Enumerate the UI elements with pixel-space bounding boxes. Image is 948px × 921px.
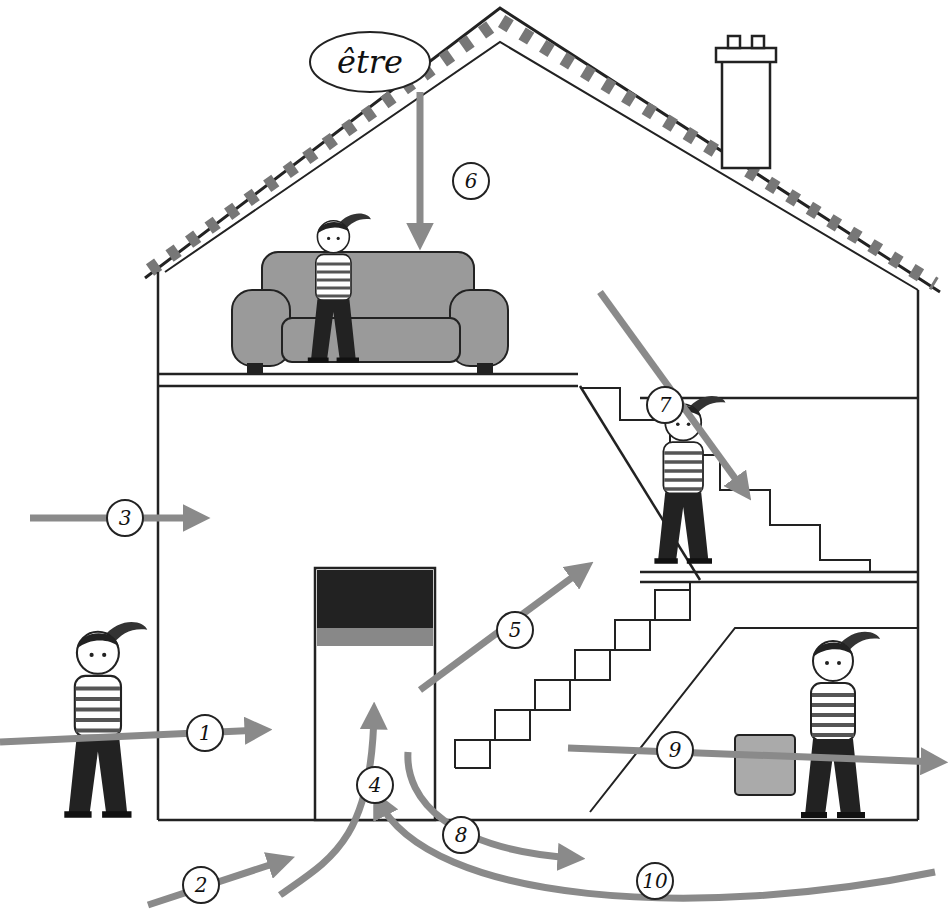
girl-leaving	[801, 632, 880, 815]
callout-number: 4	[356, 766, 394, 804]
callout-number: 5	[496, 611, 534, 649]
roof	[145, 8, 940, 292]
callout-number: 8	[442, 816, 480, 854]
lower-stairs	[455, 582, 690, 768]
callout-number: 1	[186, 714, 224, 752]
verb-text: être	[337, 43, 403, 81]
callout-number: 3	[106, 499, 144, 537]
sofa	[232, 252, 508, 374]
girl-sitting	[308, 213, 371, 360]
girl-entering	[64, 622, 147, 814]
callout-number: 7	[646, 386, 684, 424]
doorway	[315, 568, 435, 820]
upper-stairs	[580, 388, 870, 572]
walls	[158, 272, 918, 820]
suitcase	[735, 735, 795, 795]
cellar-trapdoor	[590, 628, 918, 812]
verb-oval: être	[308, 30, 432, 94]
movement-arrows	[0, 92, 938, 905]
callout-number: 6	[452, 162, 490, 200]
callout-number: 10	[636, 862, 674, 900]
chimney	[716, 36, 776, 168]
callout-number: 9	[656, 731, 694, 769]
callout-number: 2	[182, 866, 220, 904]
